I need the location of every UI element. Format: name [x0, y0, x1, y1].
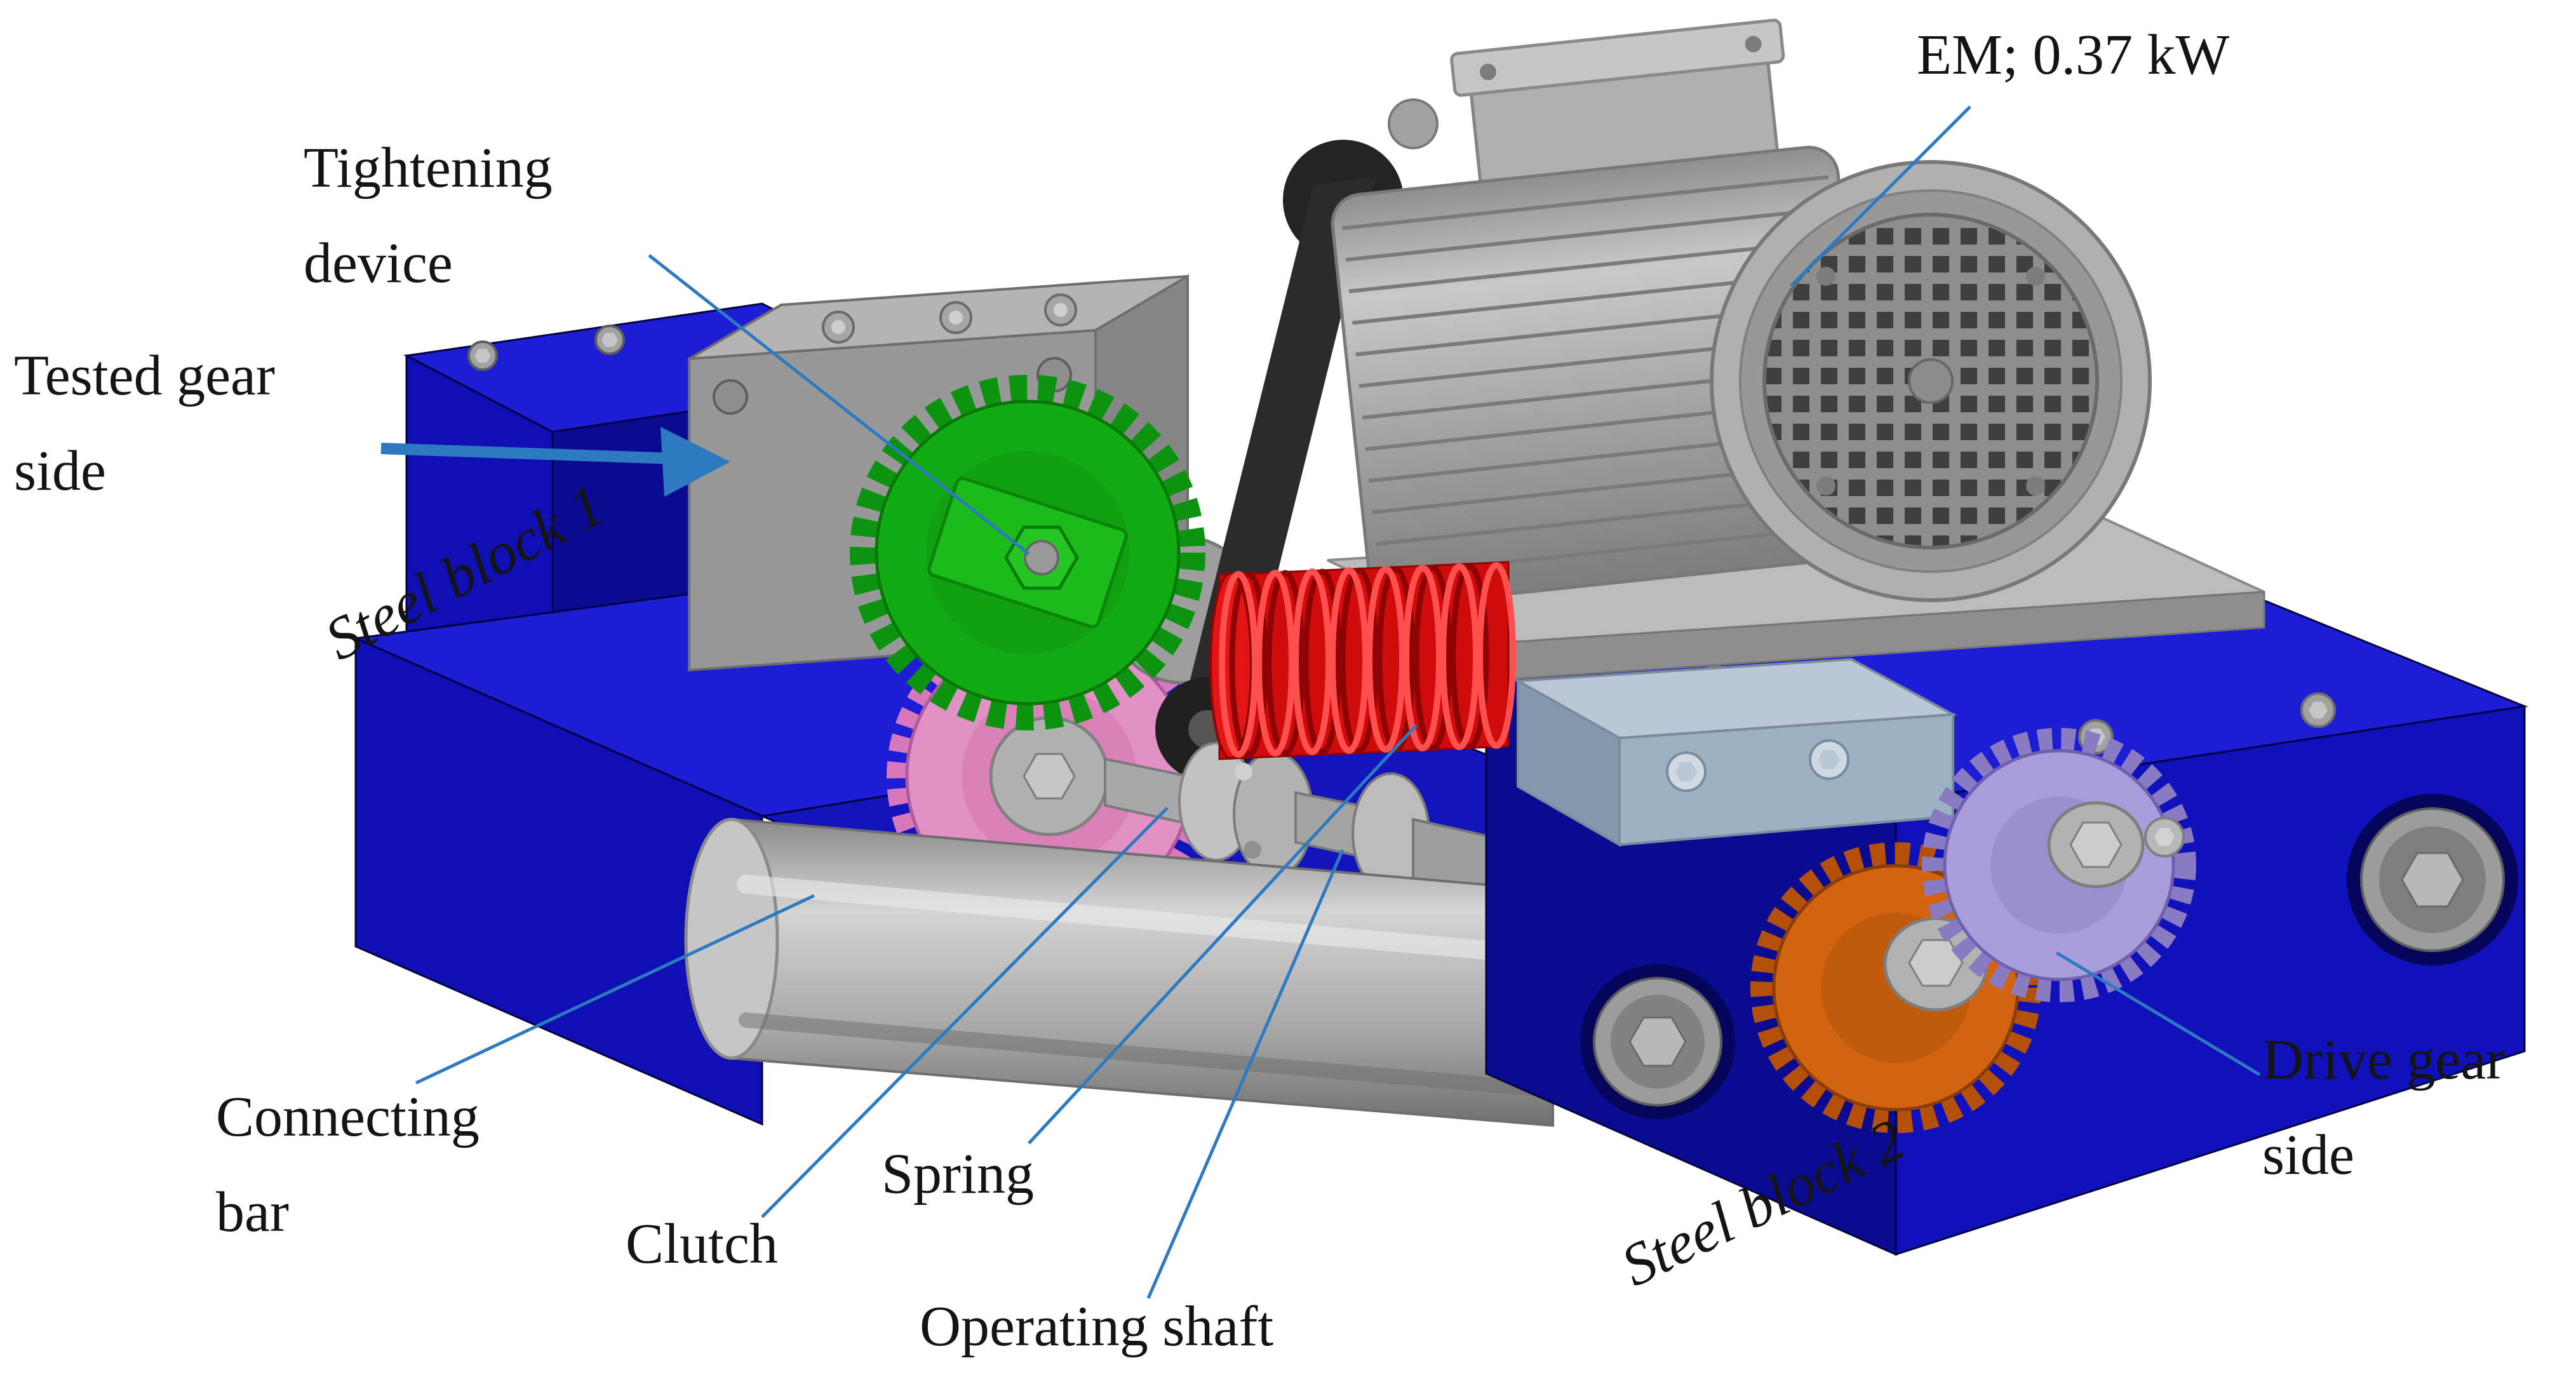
leader-tightening: [648, 254, 1030, 555]
bolt-icon: [713, 293, 1077, 415]
leader-lines: [415, 105, 2261, 1299]
label-tested-gear-line2: side: [14, 440, 106, 502]
label-operating-shaft: Operating shaft: [920, 1295, 1274, 1358]
drive-gear-purple: [1922, 728, 2196, 1002]
leader-drive-gear: [2055, 951, 2261, 1077]
leader-spring: [1028, 724, 1418, 1145]
electric-motor: [1331, 18, 2152, 607]
label-clutch: Clutch: [626, 1213, 778, 1275]
spring-coil: [1209, 561, 1516, 760]
bearing-bracket: [1513, 657, 1957, 847]
label-drive-gear-line2: side: [2262, 1124, 2354, 1186]
motor-end-bell: [1710, 160, 2152, 602]
label-em: EM; 0.37 kW: [1917, 24, 2230, 86]
leader-em: [1790, 105, 1971, 287]
label-tested-gear-line1: Tested gear: [14, 344, 275, 407]
connecting-bar: [684, 817, 1559, 1127]
label-tightening-line1: Tightening: [304, 137, 553, 199]
label-drive-gear-line1: Drive gear: [2262, 1028, 2506, 1091]
leader-connecting-bar: [415, 894, 815, 1085]
label-connecting-line1: Connecting: [216, 1085, 480, 1148]
tested-gear-arrow: [380, 427, 730, 497]
motor-breather-plug: [1388, 98, 1439, 149]
leader-clutch: [761, 807, 1169, 1218]
label-tightening-line2: device: [304, 232, 453, 295]
bearing-bore-left: [1580, 964, 1735, 1119]
leader-operating-shaft: [1146, 849, 1345, 1299]
bolt-icon: [467, 325, 625, 371]
bearing-bore-right: [2347, 794, 2518, 965]
label-connecting-line2: bar: [216, 1181, 289, 1244]
label-spring: Spring: [882, 1143, 1035, 1206]
